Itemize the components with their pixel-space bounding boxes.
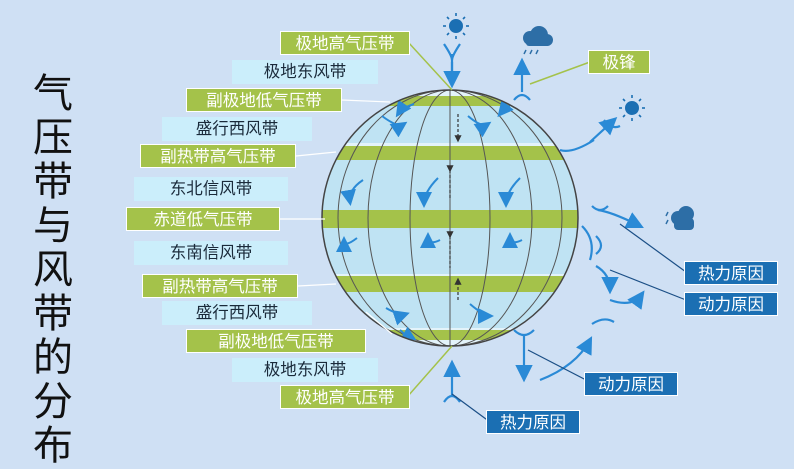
label-westerlies-bottom: 盛行西风带 [162, 301, 312, 325]
label-subtropical-high-bottom: 副热带高气压带 [142, 274, 298, 298]
title-char: 分 [33, 379, 73, 425]
label-polar-front: 极锋 [588, 50, 650, 74]
title-char: 带 [33, 159, 73, 205]
label-equatorial-low: 赤道低气压带 [126, 207, 280, 231]
globe [322, 90, 578, 346]
title-char: 气 [33, 71, 73, 117]
title-text: 气压带与风带的分布 [28, 72, 78, 468]
label-polar-high-top: 极地高气压带 [280, 31, 410, 55]
label-se-trades: 东南信风带 [134, 241, 288, 265]
title-char: 的 [33, 335, 73, 381]
label-westerlies-top: 盛行西风带 [162, 117, 312, 141]
sun-icon [619, 95, 645, 121]
label-thermal-cause-1: 热力原因 [684, 261, 778, 285]
label-polar-easterlies-top: 极地东风带 [232, 60, 378, 84]
cloud-rain-icon [665, 206, 694, 230]
label-subpolar-low-bottom: 副极地低气压带 [186, 329, 366, 353]
sun-icon [443, 13, 469, 39]
label-polar-easterlies-bottom: 极地东风带 [232, 358, 378, 382]
cloud-rain-icon [523, 26, 553, 55]
title-char: 带 [33, 291, 73, 337]
label-dynamic-cause-2: 动力原因 [584, 372, 678, 396]
label-thermal-cause-2: 热力原因 [486, 410, 580, 434]
label-subtropical-high-top: 副热带高气压带 [140, 144, 296, 168]
title-char: 压 [33, 115, 73, 161]
label-ne-trades: 东北信风带 [134, 177, 288, 201]
globe-diagram [280, 13, 694, 423]
title-char: 风 [33, 247, 73, 293]
label-dynamic-cause-1: 动力原因 [684, 292, 778, 316]
label-subpolar-low-top: 副极地低气压带 [186, 88, 342, 112]
title-char: 与 [33, 203, 73, 249]
label-polar-high-bottom: 极地高气压带 [280, 385, 410, 409]
diagram-title: 气压带与风带的分布 [28, 72, 78, 468]
